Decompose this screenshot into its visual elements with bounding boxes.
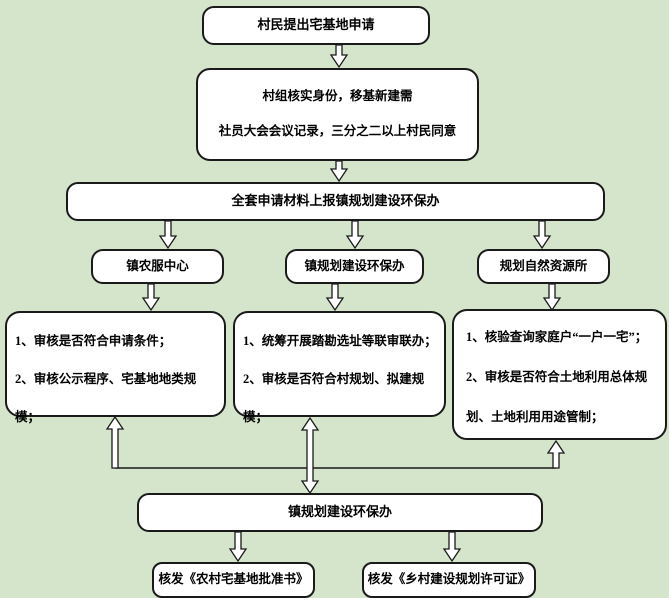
- resources-task-2: 2、审核是否符合土地利用总体规划、土地利用用途管制；: [466, 370, 648, 424]
- resources-task-1: 1、核验查询家庭户“一户一宅”；: [466, 330, 648, 344]
- node-planning-tasks: 1、统筹开展踏勘选址等联审联办； 2、审核是否符合村规划、拟建规模；: [233, 311, 446, 424]
- node-issue-approval-document: 核发《农村宅基地批准书》: [152, 562, 315, 598]
- node-issue-planning-permit: 核发《乡村建设规划许可证》: [362, 562, 536, 598]
- node-submit-materials-label: 全套申请材料上报镇规划建设环保办: [231, 193, 440, 209]
- arrow-resources-to-tasks: [542, 283, 562, 312]
- node-villager-application-label: 村民提出宅基地申请: [257, 17, 375, 33]
- arrow-planning-to-tasks: [325, 283, 345, 312]
- node-resources-tasks: 1、核验查询家庭户“一户一宅”； 2、审核是否符合土地利用总体规划、土地利用用途…: [452, 309, 667, 440]
- node-resources-institute: 规划自然资源所: [477, 249, 610, 284]
- node-agri-tasks: 1、审核是否符合申请条件； 2、审核公示程序、宅基地地类规模；: [5, 311, 226, 424]
- arrow-to-planning-office: [345, 220, 365, 250]
- bottom-white-strip: [0, 598, 669, 604]
- arrow-to-agri-center: [158, 220, 178, 250]
- planning-task-2: 2、审核是否符合村规划、拟建规模；: [243, 372, 425, 424]
- node-issue-approval-document-label: 核发《农村宅基地批准书》: [158, 572, 309, 587]
- node-issue-planning-permit-label: 核发《乡村建设规划许可证》: [367, 572, 531, 587]
- arrow-to-resources-institute: [532, 220, 552, 250]
- arrow-final-to-permit: [442, 531, 462, 563]
- node-planning-office-label: 镇规划建设环保办: [304, 258, 405, 273]
- agri-task-2: 2、审核公示程序、宅基地地类规模；: [15, 372, 197, 424]
- arrow-resources-tasks-return: [546, 439, 566, 469]
- node-villager-application: 村民提出宅基地申请: [202, 6, 430, 45]
- node-resources-institute-label: 规划自然资源所: [499, 258, 588, 273]
- planning-task-1: 1、统筹开展踏勘选址等联审联办；: [243, 334, 437, 348]
- arrow-verify-to-submit: [329, 160, 349, 183]
- agri-task-1: 1、审核是否符合申请条件；: [15, 334, 172, 348]
- node-agri-service-center-label: 镇农服中心: [126, 258, 189, 273]
- node-village-group-verify: 村组核实身份，移基新建需 社员大会会议记录，三分之二以上村民同意: [196, 68, 479, 161]
- arrow-agri-to-tasks: [141, 283, 161, 312]
- node-final-planning-office-label: 镇规划建设环保办: [287, 504, 392, 520]
- node-final-planning-office: 镇规划建设环保办: [137, 493, 543, 532]
- node-agri-service-center: 镇农服中心: [91, 249, 224, 284]
- node-planning-office: 镇规划建设环保办: [285, 249, 424, 284]
- verify-line-2: 社员大会会议记录，三分之二以上村民同意: [218, 124, 457, 139]
- node-submit-materials: 全套申请材料上报镇规划建设环保办: [66, 182, 605, 221]
- arrow-application-to-verify: [329, 44, 349, 69]
- verify-line-1: 村组核实身份，移基新建需: [262, 89, 413, 104]
- arrow-final-to-approval: [228, 531, 248, 563]
